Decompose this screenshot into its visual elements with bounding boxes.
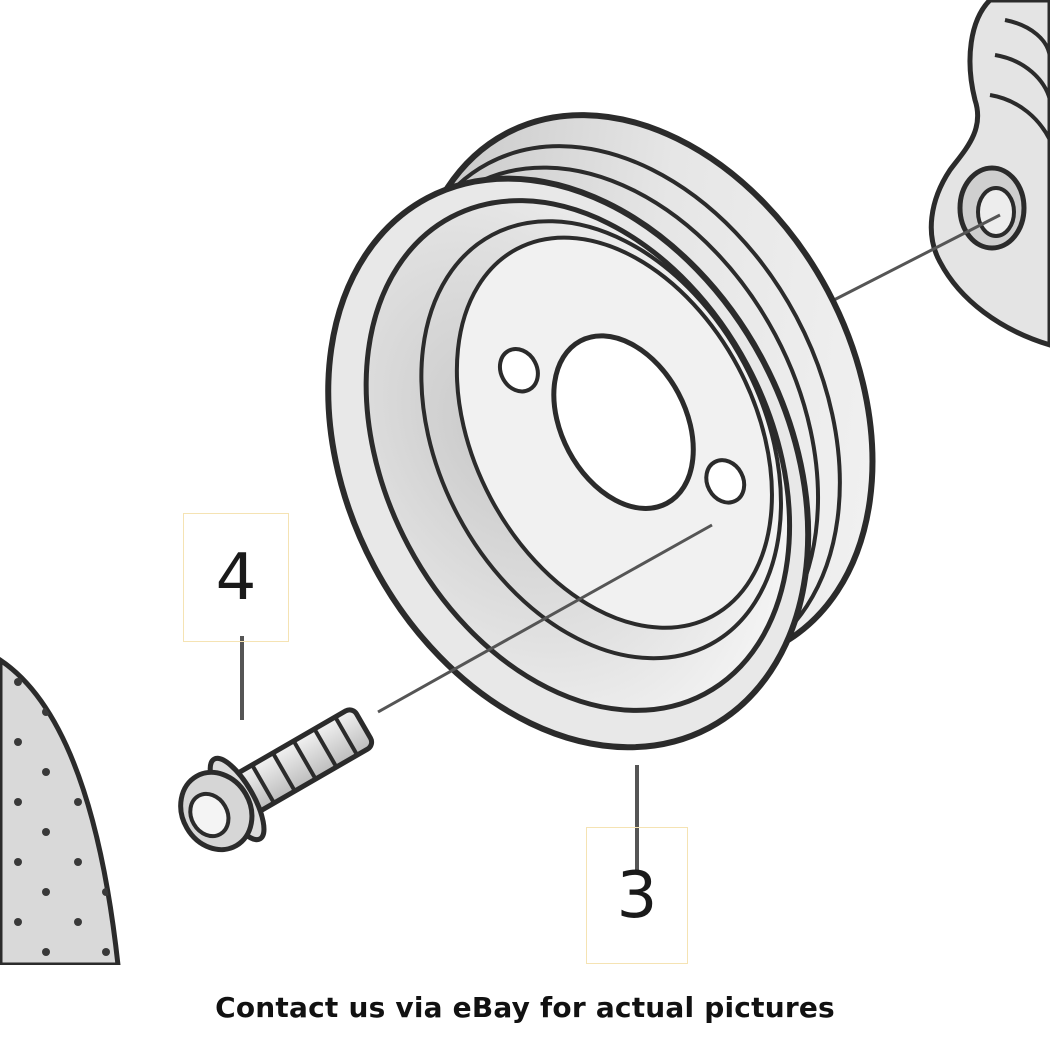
bolt-icon <box>178 707 375 853</box>
part-number-callout-4: 4 <box>183 513 289 642</box>
contact-notice: Contact us via eBay for actual pictures <box>215 991 835 1024</box>
pump-housing-icon <box>928 0 1050 348</box>
perforated-disc-icon <box>0 656 121 965</box>
pulley-icon <box>325 112 876 751</box>
exploded-parts-diagram <box>0 0 1050 965</box>
footer-banner: Contact us via eBay for actual pictures <box>0 965 1050 1050</box>
part-number-3-label: 3 <box>616 858 658 933</box>
pulley-shaft-leader-line <box>829 213 1001 304</box>
bolt-leader-line <box>377 523 713 714</box>
part-number-4-label: 4 <box>215 540 257 615</box>
part-number-callout-3: 3 <box>586 827 688 964</box>
